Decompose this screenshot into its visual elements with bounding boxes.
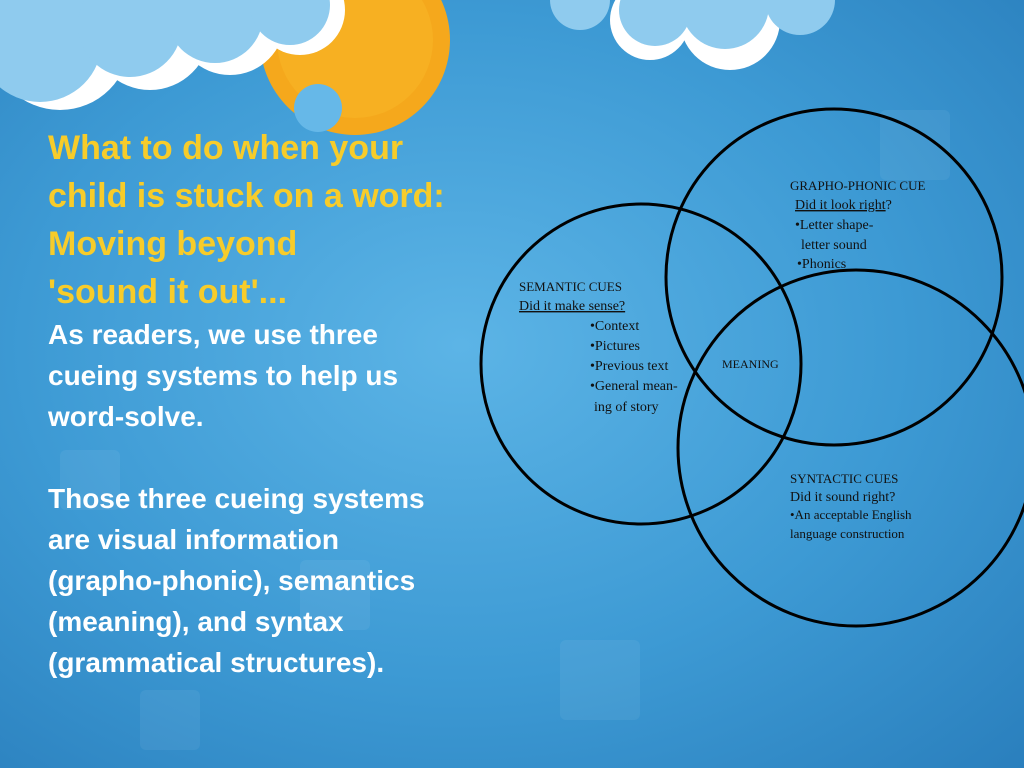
syntactic-question: Did it sound right? xyxy=(790,490,895,505)
title-line: child is stuck on a word: xyxy=(48,177,445,215)
grapho-question: Did it look right xyxy=(795,198,886,213)
body-line: As readers, we use three xyxy=(48,319,378,350)
slide-body: As readers, we use three cueing systems … xyxy=(48,314,518,683)
grapho-item: letter sound xyxy=(801,238,867,253)
body-line: word-solve. xyxy=(48,401,204,432)
semantic-question: Did it make sense? xyxy=(519,299,625,314)
body-line: Those three cueing systems xyxy=(48,483,425,514)
semantic-item: •General mean- xyxy=(590,379,678,394)
body-line: (grapho-phonic), semantics xyxy=(48,565,416,596)
syntactic-item: •An acceptable English xyxy=(790,507,912,522)
grapho-item: •Letter shape- xyxy=(795,218,874,233)
semantic-circle xyxy=(479,202,803,526)
grapho-item: •Phonics xyxy=(797,257,846,272)
title-line: 'sound it out'... xyxy=(48,273,288,311)
body-line: cueing systems to help us xyxy=(48,360,399,391)
semantic-heading: SEMANTIC CUES xyxy=(519,279,622,294)
svg-text:Did it look right?: Did it look right? xyxy=(795,198,892,213)
grapho-heading: GRAPHO-PHONIC CUE xyxy=(790,178,925,193)
body-line: are visual information xyxy=(48,524,339,555)
semantic-item: •Pictures xyxy=(590,339,640,354)
syntactic-item: language construction xyxy=(790,526,905,541)
title-line: What to do when your xyxy=(48,129,404,167)
syntactic-heading: SYNTACTIC CUES xyxy=(790,471,898,486)
grapho-question-mark: ? xyxy=(886,198,892,213)
semantic-item: •Previous text xyxy=(590,359,669,374)
syntactic-circle xyxy=(676,268,1024,628)
semantic-item: ing of story xyxy=(594,400,659,415)
title-line: Moving beyond xyxy=(48,225,298,263)
slide-title: What to do when your child is stuck on a… xyxy=(48,124,518,316)
body-line: (grammatical structures). xyxy=(48,647,385,678)
grapho-phonic-circle xyxy=(664,107,1004,447)
center-label: MEANING xyxy=(722,357,779,371)
semantic-item: •Context xyxy=(590,319,639,334)
body-line: (meaning), and syntax xyxy=(48,606,344,637)
